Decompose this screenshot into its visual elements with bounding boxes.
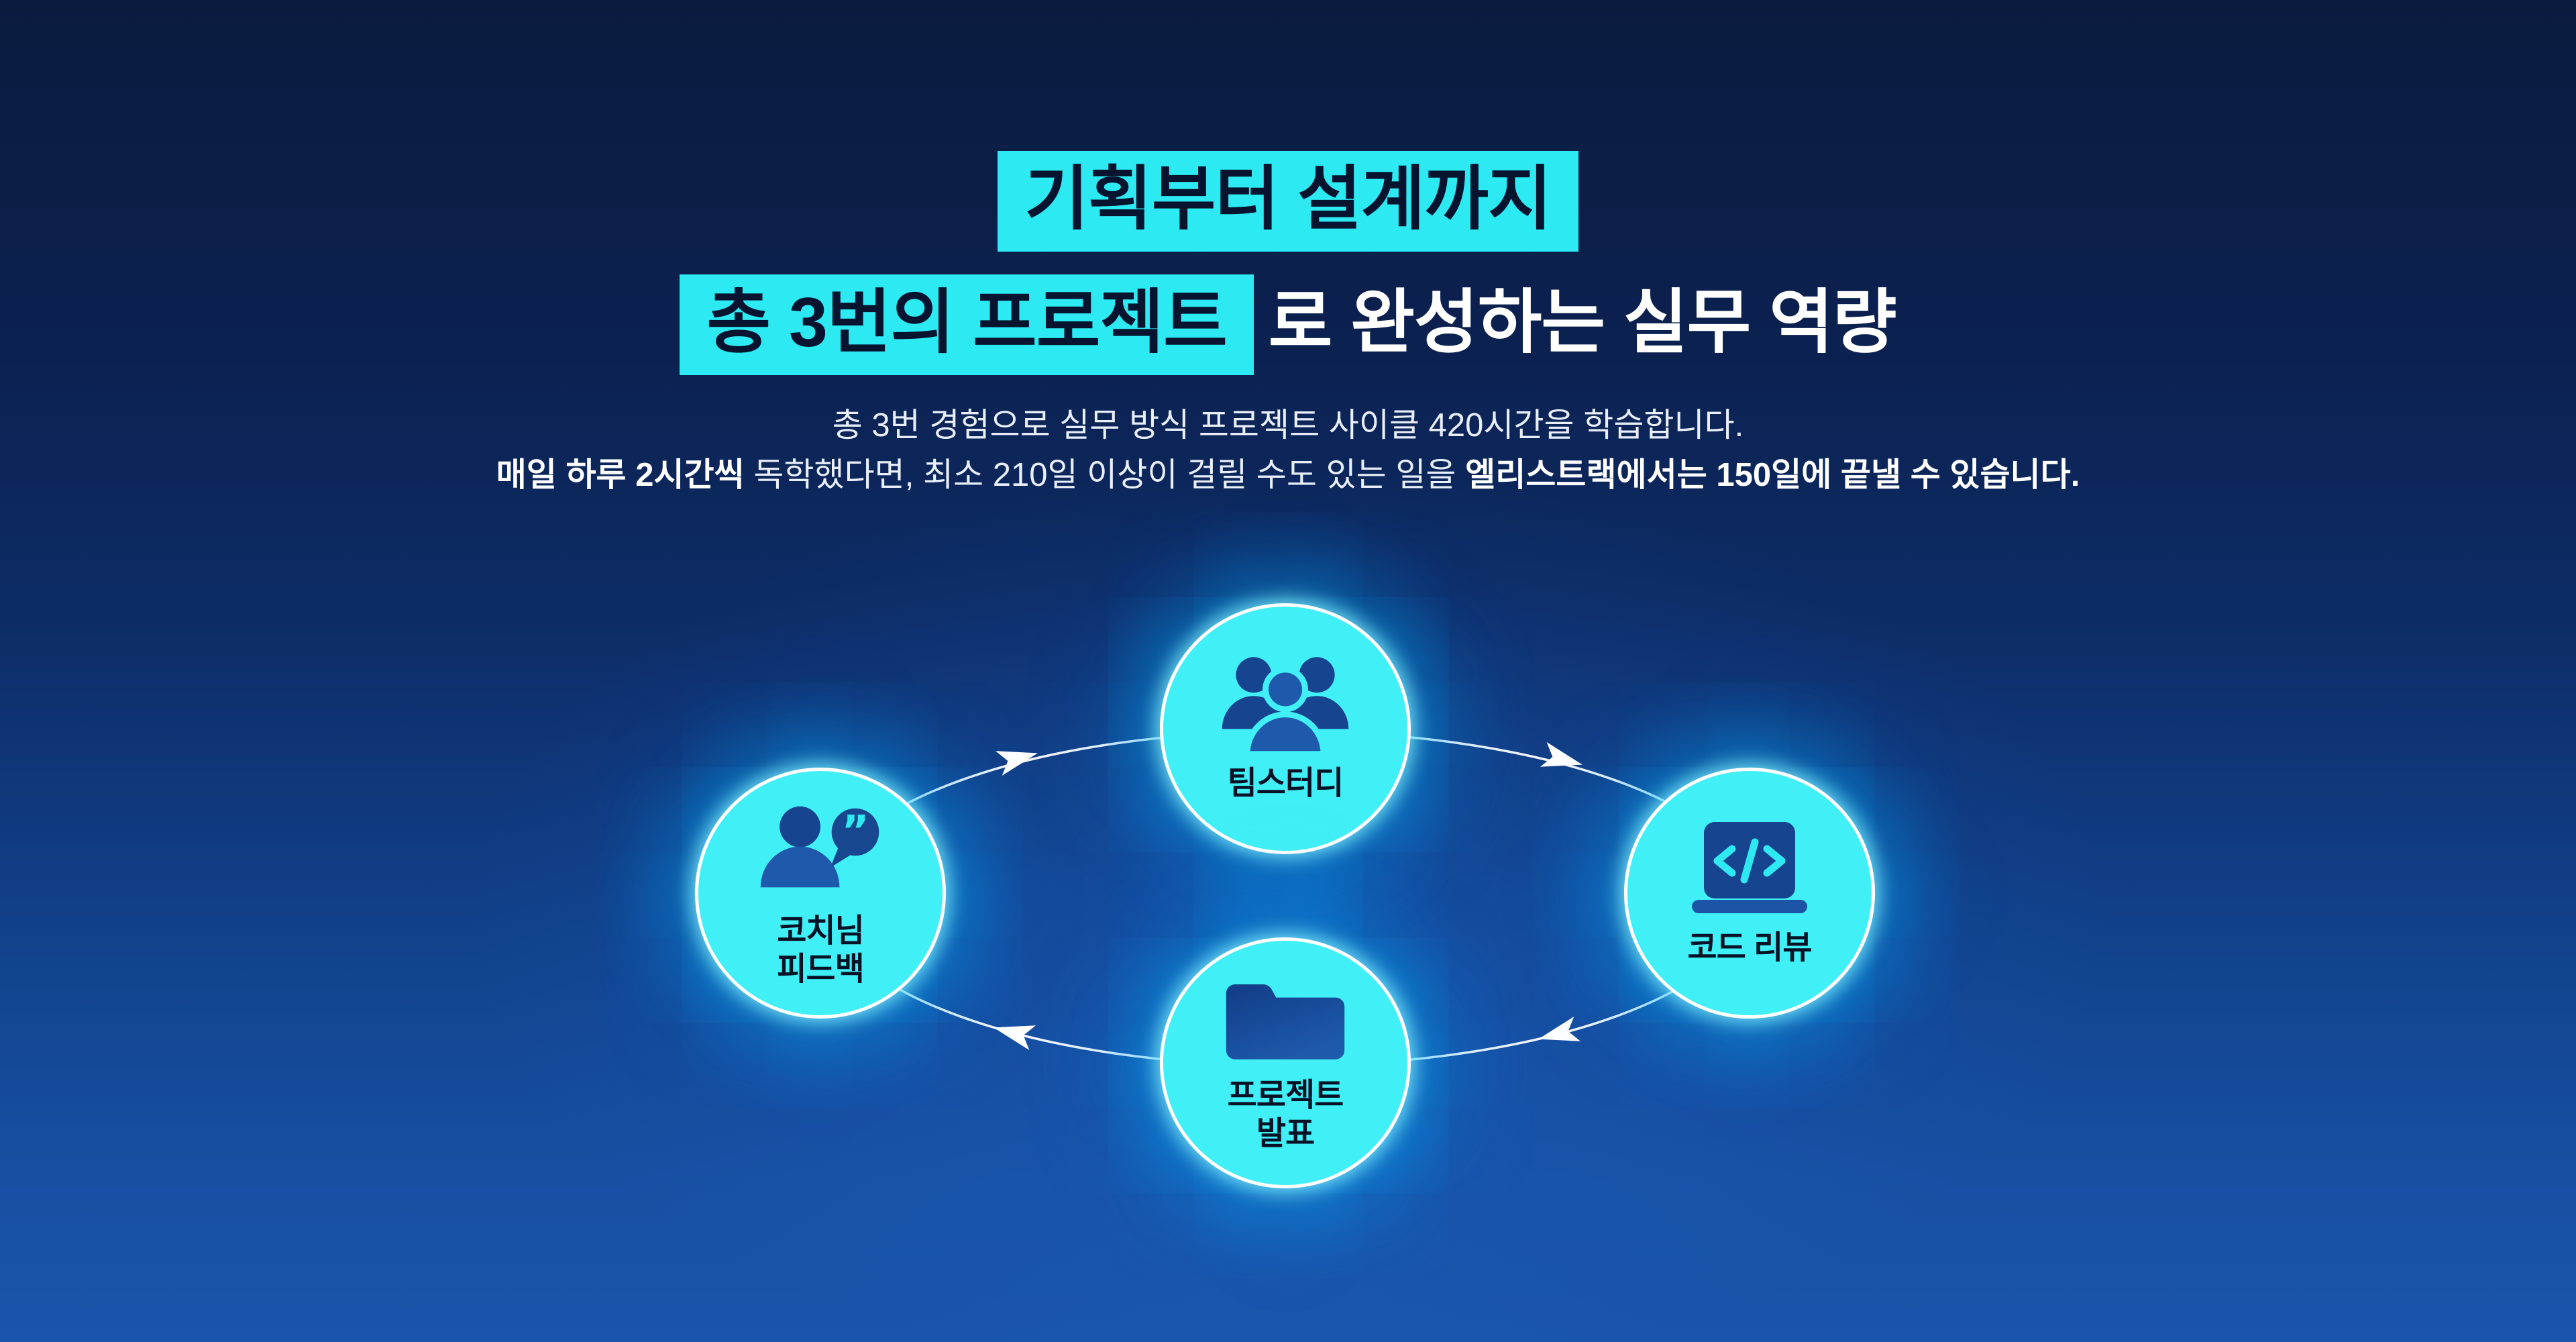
cycle-node-coach-feedback: ” 코치님 피드백 [695, 768, 946, 1019]
subtitle-regular-segment: 독학했다면, 최소 210일 이상이 걸릴 수도 있는 일을 [744, 456, 1466, 493]
headline-highlight-1: 기획부터 설계까지 [998, 151, 1578, 252]
cycle-node-label: 프로젝트 발표 [1227, 1078, 1344, 1151]
headline-rest: 로 완성하는 실무 역량 [1268, 284, 1897, 362]
cycle-node-label: 코치님 피드백 [777, 913, 864, 987]
subtitle-line-2: 매일 하루 2시간씩 독학했다면, 최소 210일 이상이 걸릴 수도 있는 일… [0, 451, 2576, 501]
subtitle-bold-segment: 엘리스트랙에서는 150일에 끝낼 수 있습니다. [1465, 456, 2080, 493]
cycle-node-team-study: 팀스터디 [1160, 603, 1411, 854]
cycle-node-label: 코드 리뷰 [1687, 929, 1813, 966]
cycle-node-label: 팀스터디 [1227, 765, 1344, 801]
cycle-node-project-presentation: 프로젝트 발표 [1160, 937, 1411, 1188]
headline-highlight-2: 총 3번의 프로젝트 [680, 274, 1254, 375]
people-group-icon [1222, 656, 1349, 754]
folder-icon [1226, 984, 1345, 1060]
arrow-top-right-icon [1540, 742, 1582, 767]
laptop-code-icon [1692, 821, 1807, 913]
arrow-bottom-right-icon [1538, 1017, 1580, 1041]
subtitle: 총 3번 경험으로 실무 방식 프로젝트 사이클 420시간을 학습합니다. 매… [0, 401, 2576, 500]
headline-line-1: 기획부터 설계까지 [0, 151, 2576, 252]
cycle-node-code-review: 코드 리뷰 [1624, 768, 1875, 1019]
subtitle-line-1: 총 3번 경험으로 실무 방식 프로젝트 사이클 420시간을 학습합니다. [832, 407, 1744, 444]
svg-text:”: ” [841, 807, 869, 856]
person-feedback-icon: ” [760, 807, 879, 888]
arrow-top-left-icon [996, 751, 1038, 776]
arrow-bottom-left-icon [994, 1025, 1036, 1050]
subtitle-bold-segment: 매일 하루 2시간씩 [496, 456, 745, 493]
